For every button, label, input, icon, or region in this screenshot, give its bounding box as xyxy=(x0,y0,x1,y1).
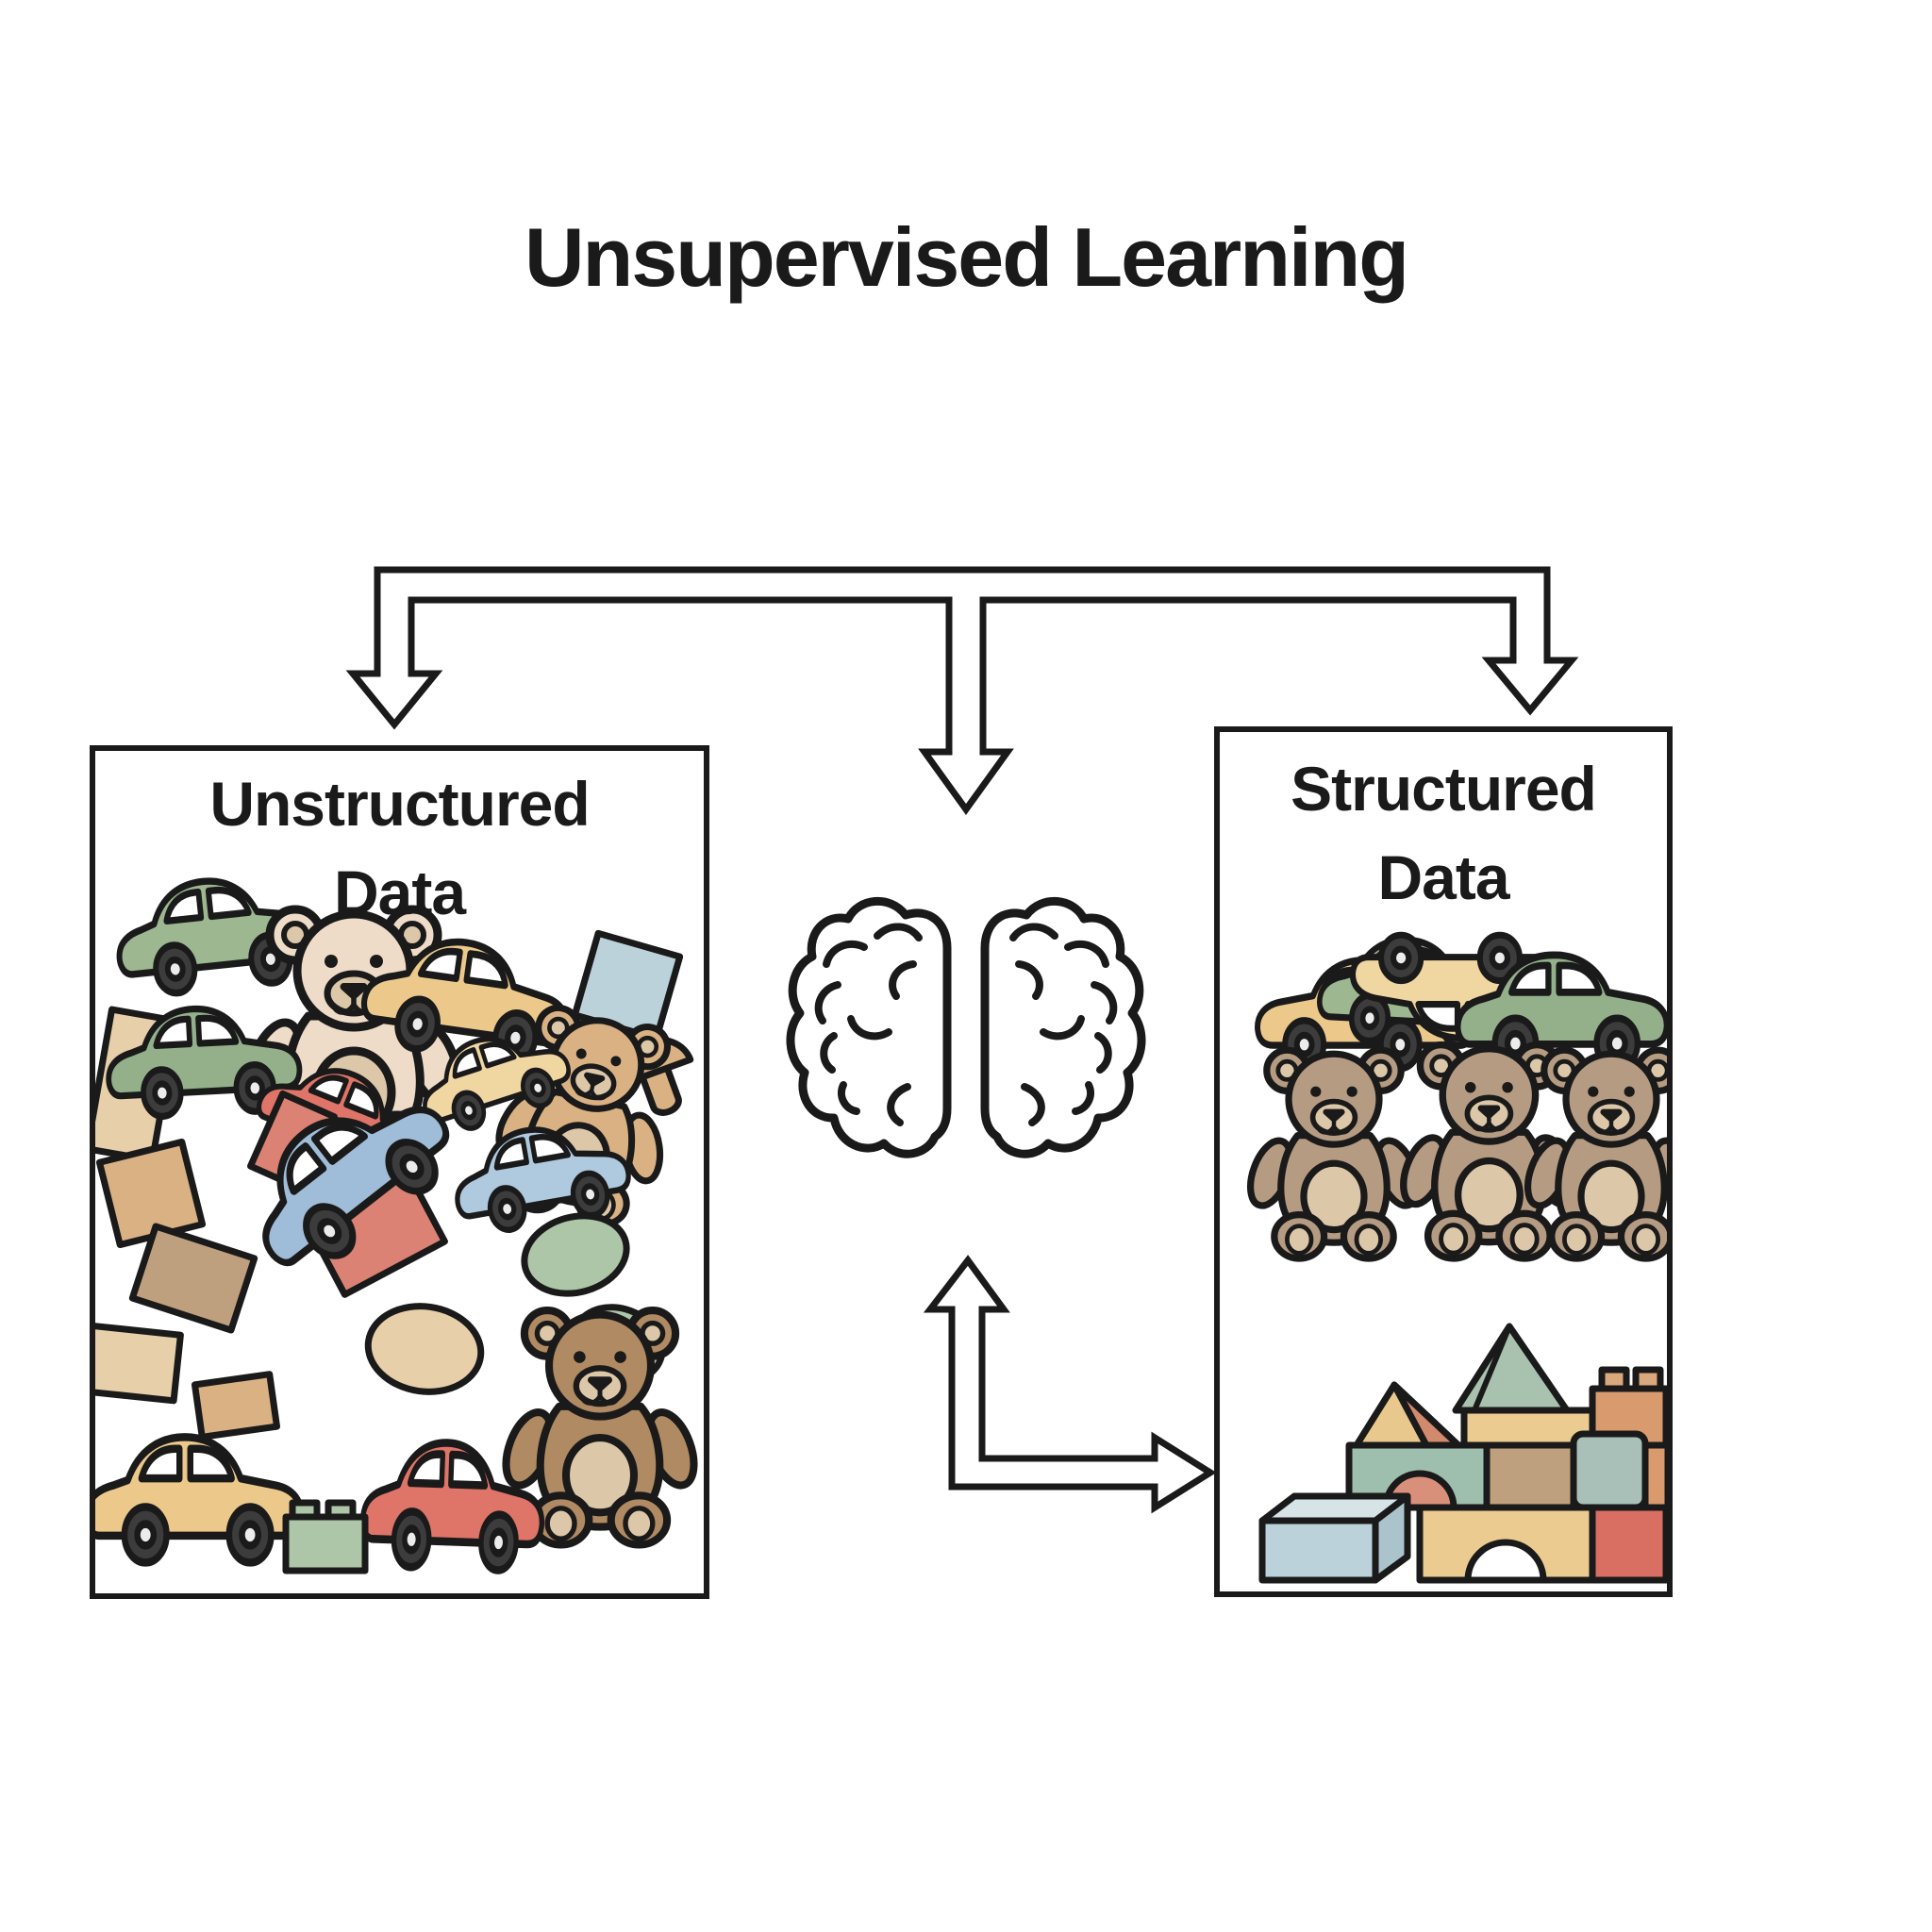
building-block-icon xyxy=(282,1499,369,1574)
structured-label-line1: Structured xyxy=(1291,754,1597,824)
output-elbow-arrow xyxy=(923,1255,1217,1514)
building-block-icon xyxy=(1570,1430,1649,1511)
brain-right-hemisphere xyxy=(980,897,1146,1158)
unstructured-toy-pile xyxy=(95,871,705,1574)
building-block-icon xyxy=(1589,1504,1667,1584)
building-block-icon xyxy=(95,1322,184,1405)
unstructured-box-label: Unstructured Data xyxy=(92,760,707,937)
brain-left-hemisphere xyxy=(786,897,952,1158)
block-castle xyxy=(1258,1323,1667,1584)
building-block-icon xyxy=(521,1212,630,1297)
unstructured-label-line1: Unstructured xyxy=(209,769,590,839)
building-block-icon xyxy=(1483,1441,1577,1511)
structured-label-line2: Data xyxy=(1377,841,1509,912)
building-block-icon xyxy=(191,1371,281,1441)
building-block-icon xyxy=(95,1138,207,1249)
sorted-bears-group xyxy=(1242,1045,1703,1258)
building-block-icon xyxy=(1258,1492,1411,1584)
building-block-icon xyxy=(364,1303,485,1395)
building-block-icon xyxy=(128,1223,258,1334)
unstructured-label-line2: Data xyxy=(333,857,466,927)
brain-icon xyxy=(786,897,1146,1158)
page-title: Unsupervised Learning xyxy=(524,210,1409,304)
structured-toys xyxy=(1242,935,1703,1584)
structured-box-label: Structured Data xyxy=(1217,745,1670,922)
building-block-icon xyxy=(1641,1441,1667,1511)
input-branch-arrow xyxy=(345,566,1579,815)
